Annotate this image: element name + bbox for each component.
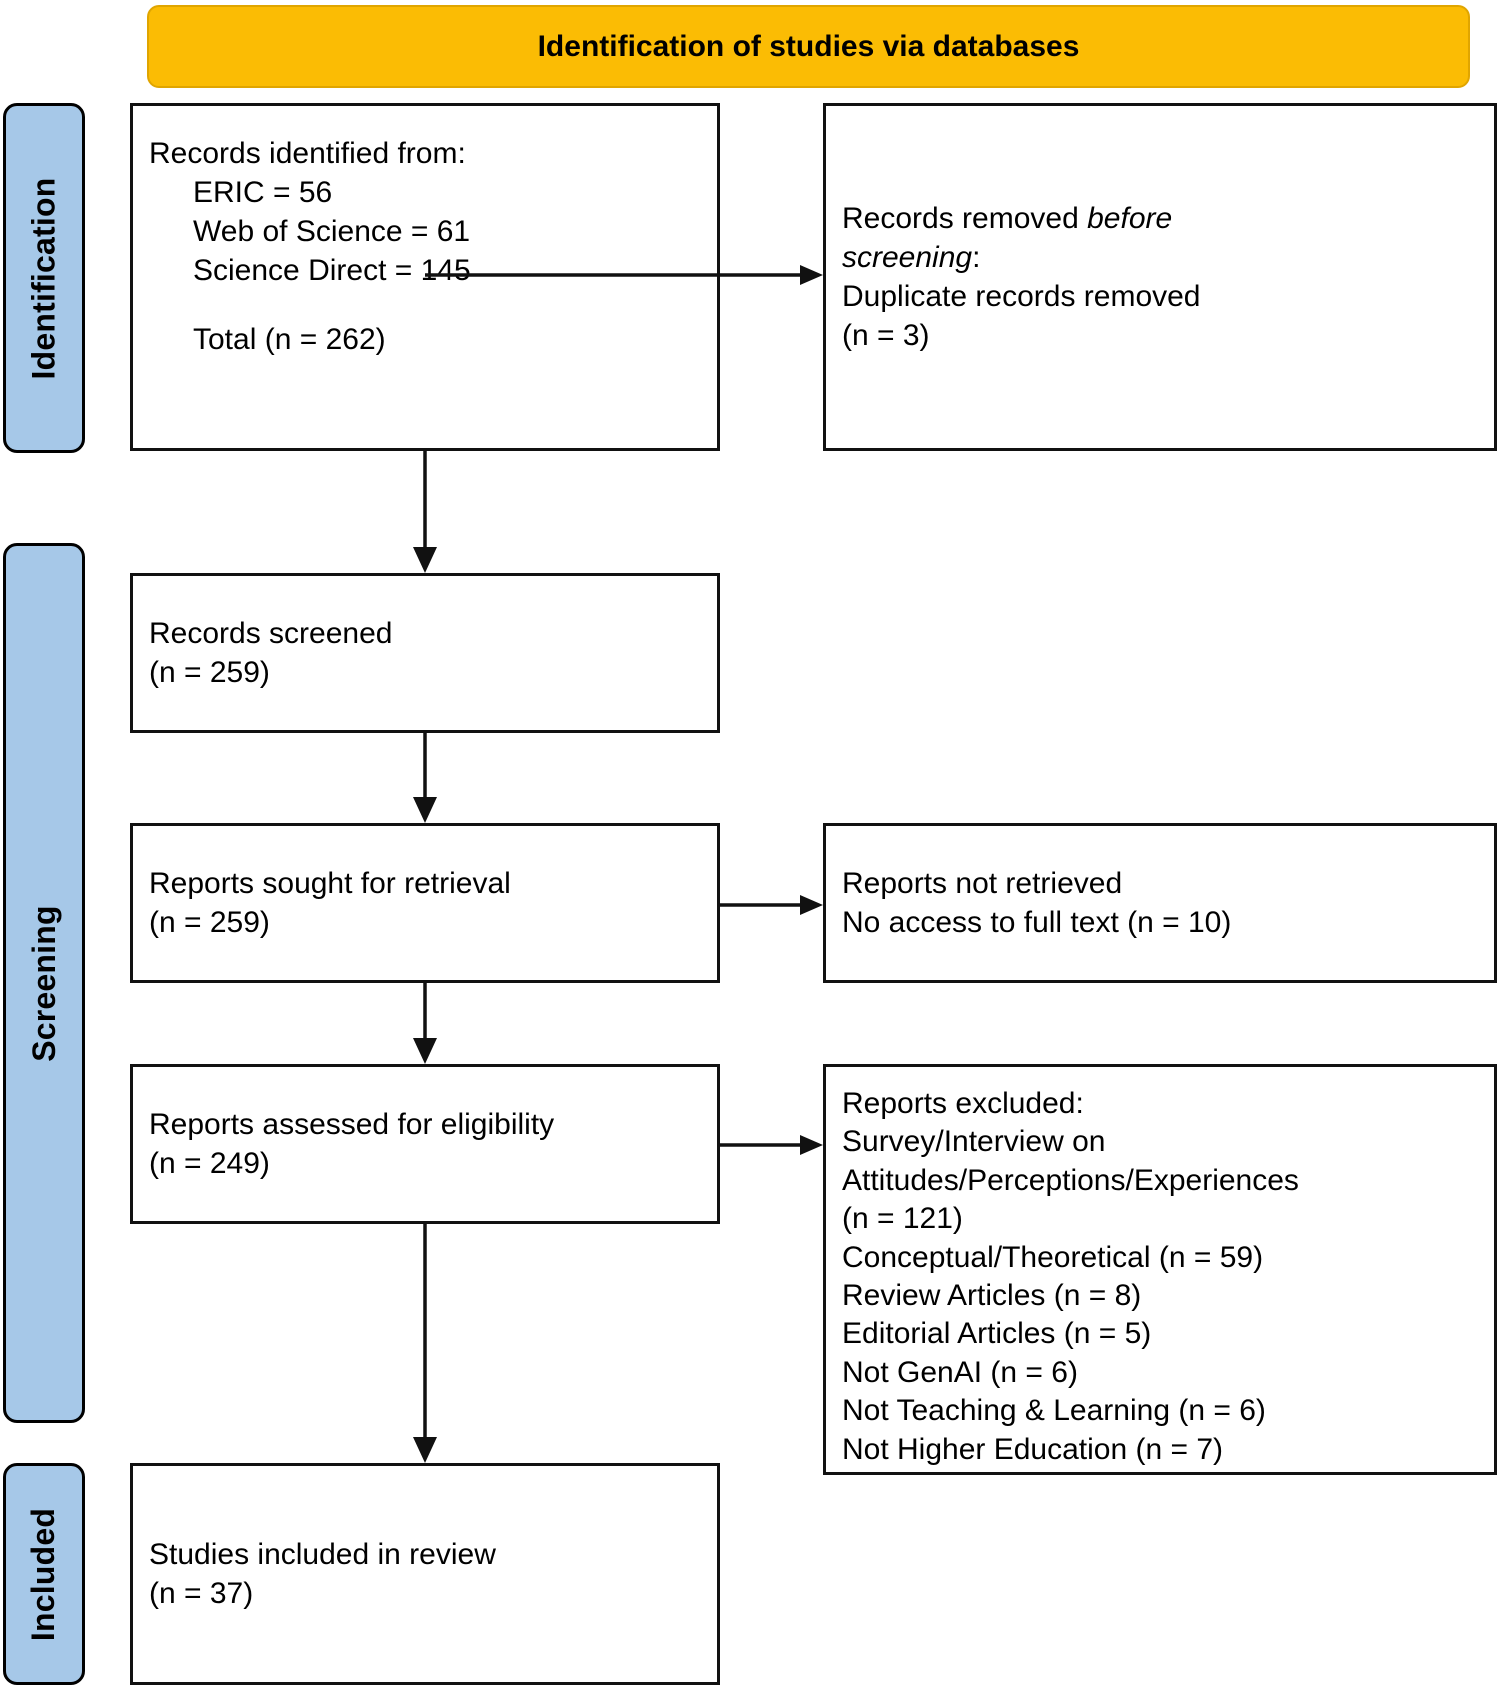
records-removed-line-4: (n = 3): [842, 319, 930, 352]
reports-excluded-reason-0: Survey/Interview on: [842, 1125, 1106, 1159]
box-records-identified: Records identified from: ERIC = 56 Web o…: [130, 103, 720, 451]
box-reports-assessed: Reports assessed for eligibility (n = 24…: [130, 1064, 720, 1224]
records-identified-source-sciencedirect: Science Direct = 145: [193, 254, 471, 287]
header-banner: Identification of studies via databases: [147, 5, 1470, 88]
reports-excluded-reason-8: Not Higher Education (n = 7): [842, 1432, 1224, 1466]
arrow-assessed-to-included: [413, 1224, 437, 1463]
records-removed-emph-screening: screening: [842, 241, 973, 274]
stage-label-included: Included: [25, 1507, 62, 1641]
stage-band-identification: Identification: [3, 103, 85, 453]
records-removed-emph-before: before: [1087, 202, 1173, 235]
records-removed-prefix: Records removed: [842, 202, 1088, 235]
records-identified-source-wos: Web of Science = 61: [193, 215, 471, 248]
arrow-sought-to-assessed: [413, 983, 437, 1064]
box-records-removed: Records removed before screening: Duplic…: [823, 103, 1497, 451]
records-identified-spacer: [149, 290, 701, 320]
reports-sought-count: (n = 259): [149, 906, 270, 939]
studies-included-label: Studies included in review: [149, 1538, 496, 1571]
arrow-assessed-to-excluded: [720, 1135, 823, 1155]
reports-excluded-reason-5: Editorial Articles (n = 5): [842, 1317, 1152, 1351]
box-reports-not-retrieved: Reports not retrieved No access to full …: [823, 823, 1497, 983]
reports-excluded-reason-4: Review Articles (n = 8): [842, 1278, 1142, 1312]
arrow-identified-to-screened: [413, 451, 437, 573]
reports-excluded-title: Reports excluded:: [842, 1087, 1084, 1120]
box-studies-included: Studies included in review (n = 37): [130, 1463, 720, 1685]
box-records-screened: Records screened (n = 259): [130, 573, 720, 733]
records-identified-title: Records identified from:: [149, 137, 466, 170]
stage-band-included: Included: [3, 1463, 85, 1685]
records-removed-line-3: Duplicate records removed: [842, 280, 1201, 313]
reports-excluded-reason-1: Attitudes/Perceptions/Experiences: [842, 1163, 1299, 1197]
records-removed-line-2: screening:: [842, 238, 1478, 277]
stage-label-identification: Identification: [25, 177, 62, 379]
reports-sought-label: Reports sought for retrieval: [149, 867, 511, 900]
records-screened-label: Records screened: [149, 617, 393, 650]
reports-assessed-count: (n = 249): [149, 1147, 270, 1180]
reports-excluded-reason-2: (n = 121): [842, 1202, 963, 1236]
records-removed-colon: :: [972, 241, 981, 274]
stage-label-screening: Screening: [25, 904, 62, 1062]
reports-excluded-reason-6: Not GenAI (n = 6): [842, 1355, 1078, 1389]
arrow-sought-to-not-retrieved: [720, 895, 823, 915]
records-identified-total: Total (n = 262): [193, 323, 386, 356]
records-screened-count: (n = 259): [149, 656, 270, 689]
header-title: Identification of studies via databases: [537, 29, 1080, 63]
reports-not-retrieved-reason: No access to full text (n = 10): [842, 906, 1232, 939]
box-reports-excluded: Reports excluded: Survey/Interview on At…: [823, 1064, 1497, 1475]
studies-included-count: (n = 37): [149, 1577, 254, 1610]
records-removed-line-1: Records removed before: [842, 199, 1478, 238]
reports-excluded-reason-3: Conceptual/Theoretical (n = 59): [842, 1240, 1264, 1274]
reports-not-retrieved-label: Reports not retrieved: [842, 867, 1123, 900]
reports-excluded-reason-7: Not Teaching & Learning (n = 6): [842, 1394, 1266, 1428]
box-reports-sought: Reports sought for retrieval (n = 259): [130, 823, 720, 983]
stage-band-screening: Screening: [3, 543, 85, 1423]
reports-assessed-label: Reports assessed for eligibility: [149, 1108, 555, 1141]
arrow-screened-to-sought: [413, 733, 437, 823]
records-identified-source-eric: ERIC = 56: [193, 176, 333, 209]
